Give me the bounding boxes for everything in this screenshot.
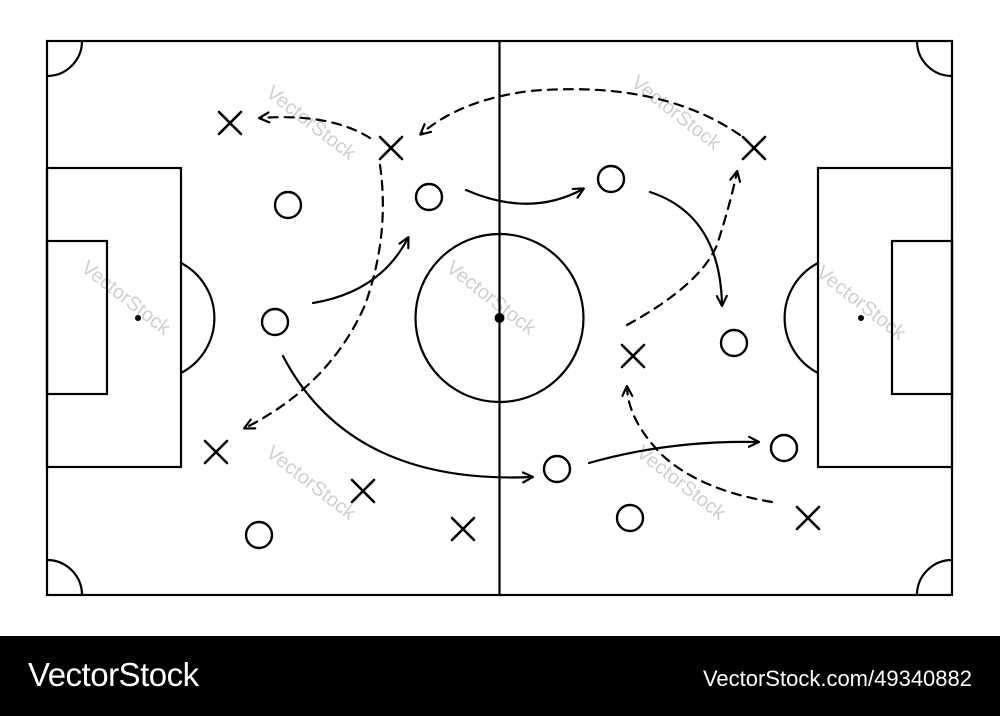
right-penalty-spot (858, 315, 864, 321)
solid-arrow (464, 189, 583, 205)
player-circle (414, 182, 444, 212)
watermarks: VectorStock VectorStock VectorStock Vect… (77, 72, 910, 526)
solid-arrow (311, 238, 408, 305)
dashed-arrow (627, 387, 774, 504)
left-penalty-spot (135, 315, 141, 321)
center-circle (414, 232, 585, 404)
player-cross (620, 343, 646, 369)
pitch (45, 39, 954, 597)
watermark-text: VectorStock (627, 72, 725, 156)
player-cross (741, 135, 767, 161)
corner-arc-top-left (46, 40, 84, 78)
player-circle (542, 454, 572, 484)
cross-players (203, 110, 821, 542)
player-circle (244, 520, 274, 550)
right-penalty-arc (783, 262, 819, 374)
dashed-arrow (421, 88, 742, 137)
solid-arrow (281, 354, 532, 477)
dashed-arrow (625, 172, 737, 327)
player-circle (260, 307, 290, 337)
brand-logo-text: VectorStock (28, 656, 199, 693)
left-penalty-arc (180, 262, 216, 374)
player-cross (217, 110, 243, 136)
player-cross (350, 478, 376, 504)
movement-arrows (245, 88, 774, 504)
watermark-text: VectorStock (262, 442, 360, 526)
dashed-arrow (245, 163, 384, 428)
player-circle (273, 190, 303, 220)
watermark-text: VectorStock (77, 257, 175, 341)
left-goal-area (45, 239, 109, 396)
player-circle (769, 433, 799, 463)
image-id: VectorStock.com/49340882 (702, 666, 972, 691)
watermark-text: VectorStock (262, 82, 360, 166)
corner-arc-bottom-right (915, 558, 953, 596)
player-cross (203, 439, 229, 465)
player-cross (795, 505, 821, 531)
right-goal-area (890, 239, 954, 396)
tactics-board: VectorStock VectorStock VectorStock Vect… (45, 39, 954, 597)
player-cross (450, 516, 476, 542)
corner-arc-bottom-left (46, 558, 84, 596)
player-circle (719, 328, 749, 358)
footer-bar: VectorStock VectorStock.com/49340882 (0, 636, 1000, 716)
player-circle (615, 503, 645, 533)
watermark-text: VectorStock (812, 262, 910, 346)
center-spot (494, 313, 505, 323)
solid-arrow (648, 190, 722, 305)
player-cross (378, 135, 404, 161)
circle-players (244, 164, 799, 550)
watermark-text: VectorStock (632, 442, 730, 526)
dashed-arrow (260, 117, 372, 140)
corner-arc-top-right (915, 40, 953, 78)
watermark-text: VectorStock (442, 257, 540, 341)
solid-arrow (587, 442, 758, 465)
player-circle (596, 164, 626, 194)
